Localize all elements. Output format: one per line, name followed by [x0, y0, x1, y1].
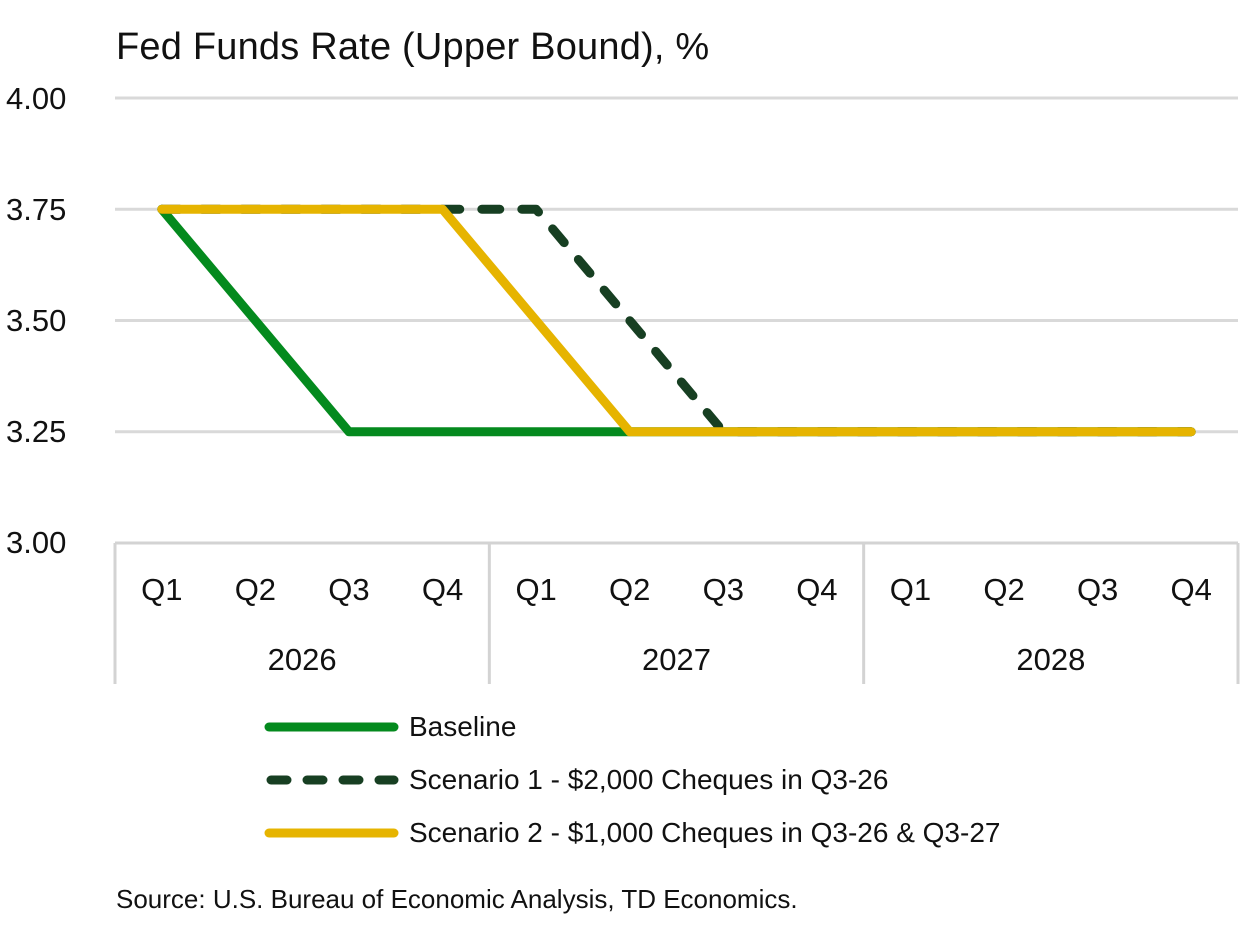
x-tick-quarter: Q4 [1170, 572, 1212, 607]
y-tick-label: 4.00 [6, 81, 67, 116]
legend: Baseline Scenario 1 - $2,000 Cheques in … [264, 700, 1000, 859]
x-tick-quarter: Q2 [234, 572, 277, 607]
x-tick-quarter: Q2 [609, 572, 651, 607]
x-tick-quarter: Q4 [796, 572, 838, 607]
y-tick-label: 3.75 [6, 192, 67, 227]
series-line [157, 204, 1196, 437]
y-tick-label: 3.50 [6, 303, 67, 338]
source-note: Source: U.S. Bureau of Economic Analysis… [116, 884, 798, 914]
x-tick-quarter: Q1 [889, 572, 932, 607]
legend-swatch-solid-yellow [264, 828, 399, 837]
x-tick-quarter: Q1 [515, 572, 557, 607]
y-tick-label: 3.25 [6, 414, 67, 449]
x-tick-quarter: Q3 [1076, 572, 1119, 607]
legend-label: Baseline [409, 710, 517, 742]
legend-item-scenario-2: Scenario 2 - $1,000 Cheques in Q3-26 & Q… [264, 806, 1000, 859]
legend-label: Scenario 1 - $2,000 Cheques in Q3-26 [409, 763, 889, 795]
legend-swatch-dashed-dark-green [266, 775, 399, 784]
legend-item-baseline: Baseline [264, 700, 1000, 753]
y-tick-label: 3.00 [6, 525, 67, 560]
series-lines [157, 204, 1196, 437]
x-tick-quarter: Q1 [141, 572, 183, 607]
x-tick-quarter: Q3 [702, 572, 744, 607]
legend-item-scenario-1: Scenario 1 - $2,000 Cheques in Q3-26 [264, 753, 1000, 806]
gridlines [115, 96, 1238, 434]
x-tick-quarter: Q3 [328, 572, 370, 607]
legend-label: Scenario 2 - $1,000 Cheques in Q3-26 & Q… [409, 816, 1001, 848]
x-tick-year: 2026 [267, 642, 337, 677]
chart-title: Fed Funds Rate (Upper Bound), % [116, 26, 710, 68]
legend-swatch-solid-green [264, 722, 399, 731]
x-axis-frame [113, 541, 1240, 684]
x-tick-quarter: Q2 [983, 572, 1025, 607]
x-tick-quarter: Q4 [421, 572, 464, 607]
x-tick-year: 2028 [1016, 642, 1086, 677]
x-tick-year: 2027 [642, 642, 711, 677]
